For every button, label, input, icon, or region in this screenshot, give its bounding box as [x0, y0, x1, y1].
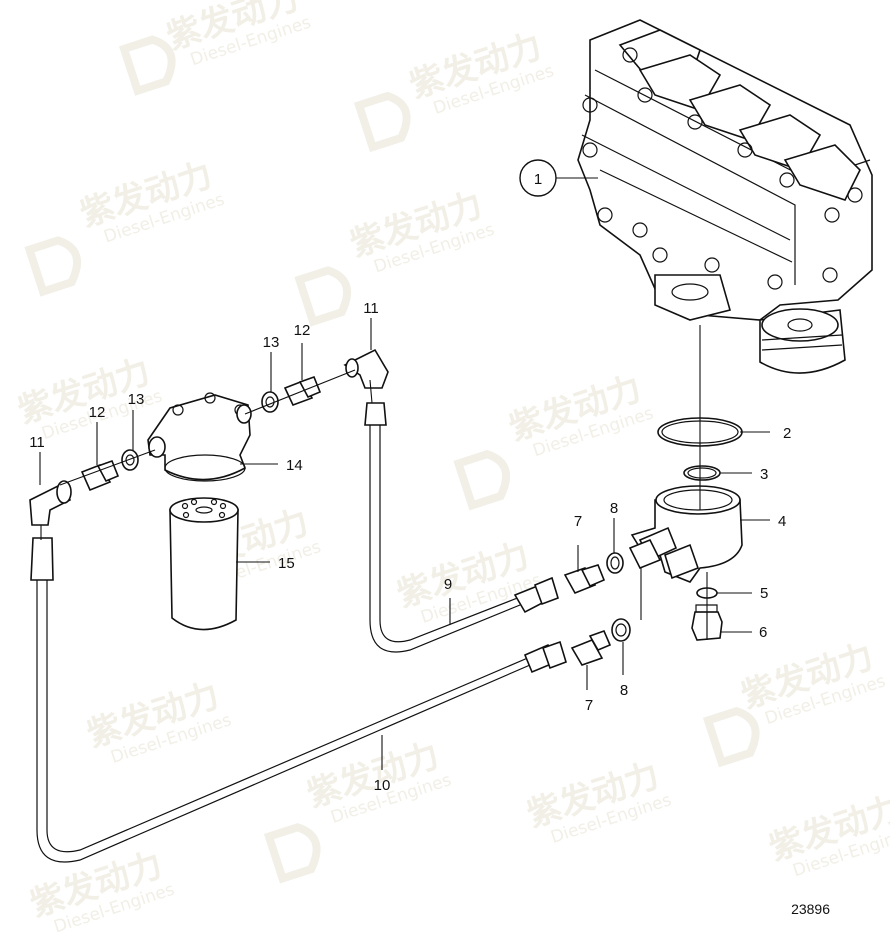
- part-14-filter-head: [147, 392, 252, 482]
- part-13-washer-right: [261, 391, 279, 413]
- callout-6: 6: [759, 624, 767, 641]
- leader-lines: [39, 177, 770, 770]
- callout-10: 10: [374, 777, 391, 794]
- drawing-number: 23896: [791, 901, 830, 917]
- callout-8-upper: 8: [610, 500, 618, 517]
- callout-13-right: 13: [263, 334, 280, 351]
- callout-7-upper: 7: [574, 513, 582, 530]
- part-11-elbow-left: [29, 480, 72, 526]
- watermark-logo-icon: [118, 35, 176, 96]
- alignment-axes: [40, 325, 708, 612]
- callout-4: 4: [778, 513, 786, 530]
- watermark-logo-icon: [24, 236, 82, 297]
- callout-2: 2: [783, 425, 791, 442]
- callout-13-left: 13: [128, 391, 145, 408]
- watermark-logo-icon: [702, 706, 760, 768]
- callout-9: 9: [444, 576, 452, 593]
- callout-12-left: 12: [89, 404, 106, 421]
- watermark-logo-icon: [453, 450, 511, 511]
- part-8-washer-upper: [606, 552, 624, 574]
- part-3-o-ring: [683, 465, 721, 481]
- callout-3: 3: [760, 466, 768, 483]
- watermark-logo-icon: [263, 823, 321, 884]
- callout-11-right: 11: [363, 300, 379, 317]
- callout-8-lower: 8: [620, 682, 628, 699]
- part-13-washer-left: [121, 449, 139, 471]
- watermark-logo-icon: [353, 91, 411, 153]
- part-6-plug: [691, 604, 723, 641]
- part-1-housing: [577, 19, 873, 374]
- callout-15: 15: [278, 555, 295, 572]
- callout-1: 1: [534, 171, 542, 188]
- part-7-nipple-lower: [570, 629, 612, 666]
- part-8-fitting-upper: [628, 538, 662, 570]
- part-7-nipple-upper: [563, 564, 606, 595]
- part-11-elbow-right: [343, 348, 389, 389]
- callout-5: 5: [760, 585, 768, 602]
- callout-11-left: 11: [29, 434, 45, 451]
- watermark-logo-icon: [294, 266, 352, 327]
- part-9-hose: [364, 402, 559, 653]
- callout-7-lower: 7: [585, 697, 593, 714]
- part-8-washer-lower: [611, 618, 631, 642]
- callout-14: 14: [286, 457, 303, 474]
- callout-circle: [519, 159, 557, 197]
- callout-labels: 1 2 3 4 5 6 7 8 9 10 7 8 11 11 12 12 13 …: [29, 159, 791, 794]
- part-10-hose: [30, 537, 567, 863]
- callout-12-right: 12: [294, 322, 311, 339]
- part-4-filter-adapter: [630, 485, 743, 583]
- part-15-filter-cartridge: [169, 497, 239, 631]
